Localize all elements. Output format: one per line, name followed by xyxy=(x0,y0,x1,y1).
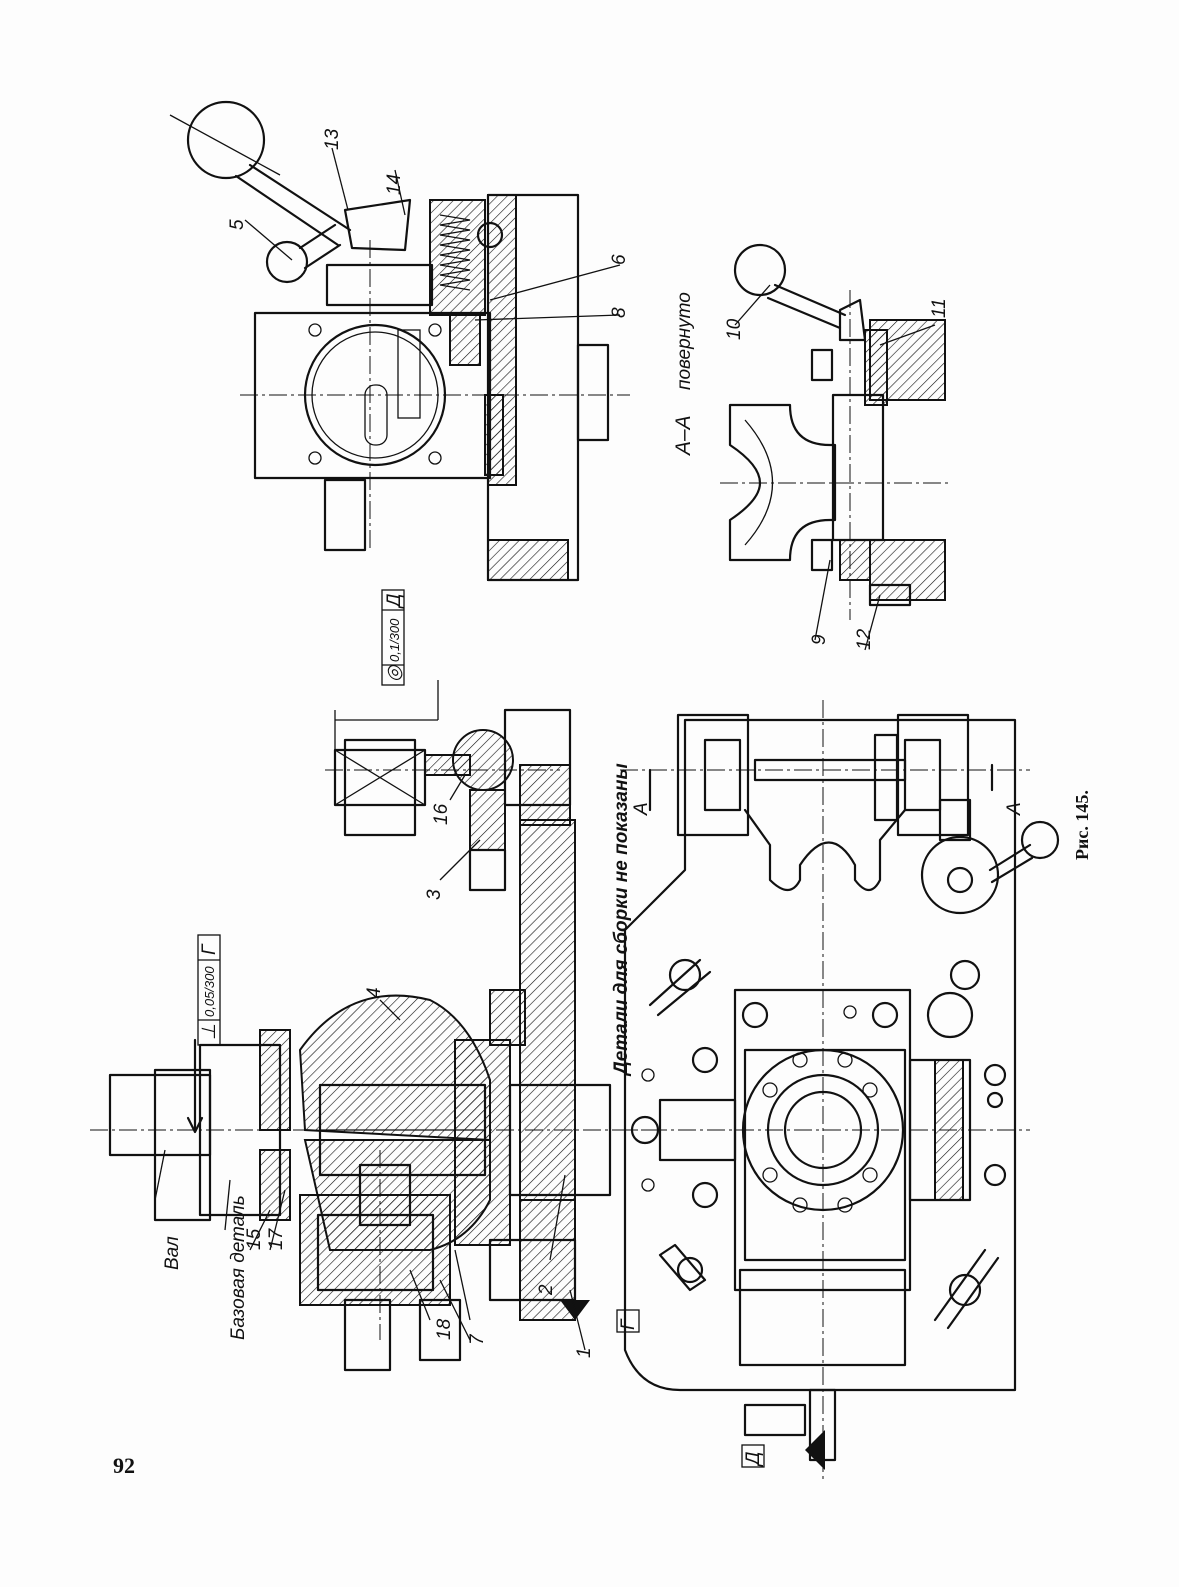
callout-15: 15 xyxy=(244,1228,265,1250)
callout-10: 10 xyxy=(724,318,745,340)
svg-text:0,1/300: 0,1/300 xyxy=(387,618,402,662)
top-view-assembly xyxy=(170,102,630,580)
svg-text:Д: Д xyxy=(743,1452,764,1467)
svg-text:0,05/300: 0,05/300 xyxy=(202,966,217,1017)
callout-6: 6 xyxy=(609,254,630,265)
callout-18: 18 xyxy=(434,1318,455,1340)
callout-1: 1 xyxy=(574,1347,595,1358)
section-rotated-label: повернуто xyxy=(674,292,695,390)
callout-5: 5 xyxy=(227,219,248,230)
svg-text:Д: Д xyxy=(384,594,405,609)
tolerance-frame-concentricity: ◎ 0,1/300 Д xyxy=(382,590,405,685)
section-title: А–А xyxy=(672,415,695,457)
datum-box-d: Д xyxy=(742,1445,764,1467)
callout-16: 16 xyxy=(431,803,452,825)
callout-8: 8 xyxy=(609,307,630,318)
section-mark-a-left: А xyxy=(631,802,652,816)
svg-text:Г: Г xyxy=(618,1318,639,1330)
plan-view xyxy=(620,700,1058,1480)
note-parts-not-shown: Детали для сборки не показаны xyxy=(611,763,632,1077)
label-base-part: Базовая деталь xyxy=(228,1195,249,1340)
svg-text:⊥: ⊥ xyxy=(199,1023,220,1040)
tolerance-frame-perpendicularity: ⊥ 0,05/300 Г xyxy=(198,935,220,1045)
callout-16-proxy: 17 xyxy=(266,1227,287,1250)
callout-9: 9 xyxy=(809,634,830,645)
label-shaft: Вал xyxy=(162,1236,183,1270)
section-a-a xyxy=(720,245,950,650)
callout-14: 14 xyxy=(384,174,405,195)
callout-12: 12 xyxy=(854,628,875,650)
callout-13: 13 xyxy=(322,128,343,150)
page-number: 92 xyxy=(113,1453,135,1479)
section-mark-a-right: А xyxy=(1004,802,1025,816)
callout-2: 2 xyxy=(536,1284,557,1296)
svg-text:◎: ◎ xyxy=(384,664,405,682)
callout-3: 3 xyxy=(424,889,445,900)
figure-caption: Рис. 145. xyxy=(1072,790,1092,860)
callout-4: 4 xyxy=(364,987,385,998)
svg-text:Г: Г xyxy=(199,943,220,955)
datum-box-g: Г xyxy=(617,1310,639,1332)
callout-11: 11 xyxy=(929,298,950,318)
callout-7: 7 xyxy=(467,1333,488,1345)
